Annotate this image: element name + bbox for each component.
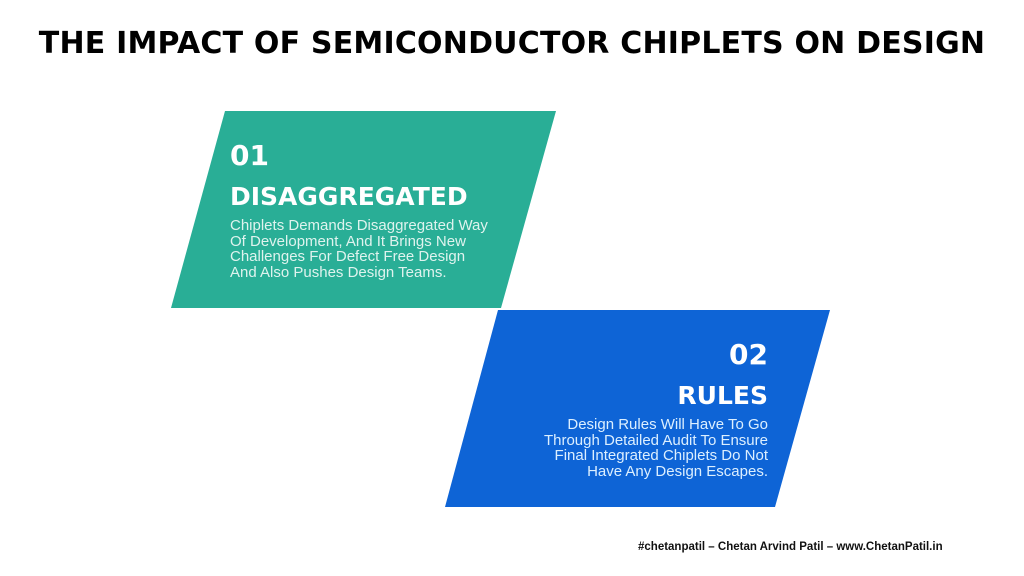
card-heading: RULES [677, 381, 768, 410]
description-line: Design Rules Will Have To Go [567, 416, 768, 433]
card-heading: DISAGGREGATED [230, 182, 468, 211]
card-2-background [445, 310, 830, 507]
card-description: Chiplets Demands Disaggregated Way Of De… [230, 218, 530, 280]
description-line: Chiplets Demands Disaggregated Way [230, 217, 488, 234]
card-disaggregated: 01 DISAGGREGATED Chiplets Demands Disagg… [230, 140, 530, 280]
description-line: Through Detailed Audit To Ensure [543, 431, 768, 449]
description-line: Have Any Design Escapes. [587, 462, 768, 480]
card-rules: 02 RULES Design Rules Will Have To Go Th… [460, 339, 768, 479]
card-number: 01 [230, 139, 269, 172]
card-description: Design Rules Will Have To Go Through Det… [460, 417, 768, 479]
footer-credit: #chetanpatil – Chetan Arvind Patil – www… [638, 541, 943, 553]
description-line: Final Integrated Chiplets Do Not [554, 447, 768, 464]
description-line: Of Development, And It Brings New [230, 232, 466, 250]
card-1-background [171, 111, 556, 308]
description-line: Challenges For Defect Free Design [230, 248, 466, 265]
card-number: 02 [729, 338, 768, 371]
page-title: THE IMPACT OF SEMICONDUCTOR CHIPLETS ON … [38, 26, 986, 61]
description-line: And Also Pushes Design Teams. [230, 263, 447, 281]
